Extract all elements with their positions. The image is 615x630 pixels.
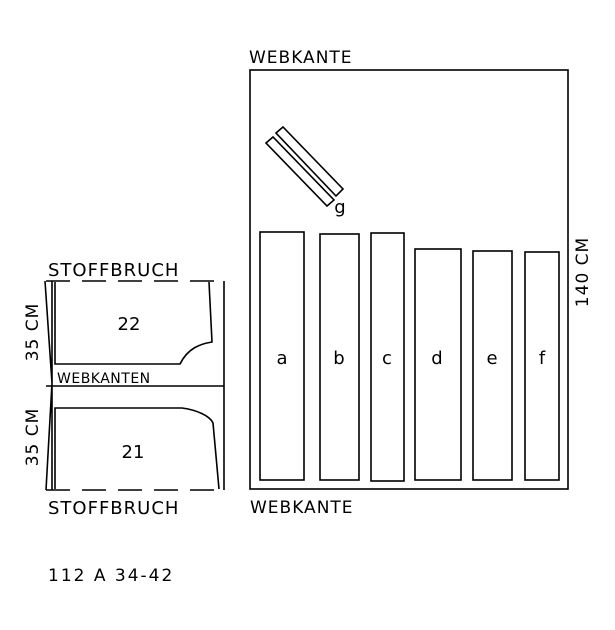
strip-label-e: e <box>486 348 497 369</box>
strip-c <box>370 232 405 482</box>
strip-a <box>259 231 305 481</box>
strip-label-a: a <box>276 348 287 369</box>
fold-label-top: STOFFBRUCH <box>48 260 179 281</box>
dimension-label-upper: 35 CM <box>23 303 43 362</box>
strip-g-part-2 <box>274 125 345 198</box>
strip-label-f: f <box>539 348 546 369</box>
strip-f <box>524 251 560 481</box>
right-panel-border <box>249 69 569 490</box>
pattern-piece-22 <box>54 281 213 365</box>
left-panel-left-edge <box>44 280 53 491</box>
dimension-label-height: 140 CM <box>573 237 593 307</box>
right-fabric-panel <box>249 69 569 490</box>
strip-label-c: c <box>382 348 392 369</box>
selvedge-label-top: WEBKANTE <box>249 48 353 68</box>
selvedge-label-bottom: WEBKANTE <box>250 498 354 518</box>
pattern-piece-21 <box>54 407 220 490</box>
piece-number-21: 21 <box>122 442 145 463</box>
dimension-label-lower: 35 CM <box>23 408 43 467</box>
fold-label-bottom: STOFFBRUCH <box>48 498 179 519</box>
strip-label-g: g <box>334 197 345 218</box>
strip-d <box>414 248 462 481</box>
pattern-code: 112 A 34-42 <box>48 566 174 586</box>
strip-e <box>472 250 513 481</box>
strip-b <box>319 233 360 481</box>
piece-number-22: 22 <box>118 314 141 335</box>
strip-label-b: b <box>333 348 344 369</box>
strip-g-part-1 <box>264 135 336 208</box>
left-fabric-panel <box>44 280 225 491</box>
selvedges-label: WEBKANTEN <box>57 371 151 387</box>
strip-label-d: d <box>431 348 442 369</box>
